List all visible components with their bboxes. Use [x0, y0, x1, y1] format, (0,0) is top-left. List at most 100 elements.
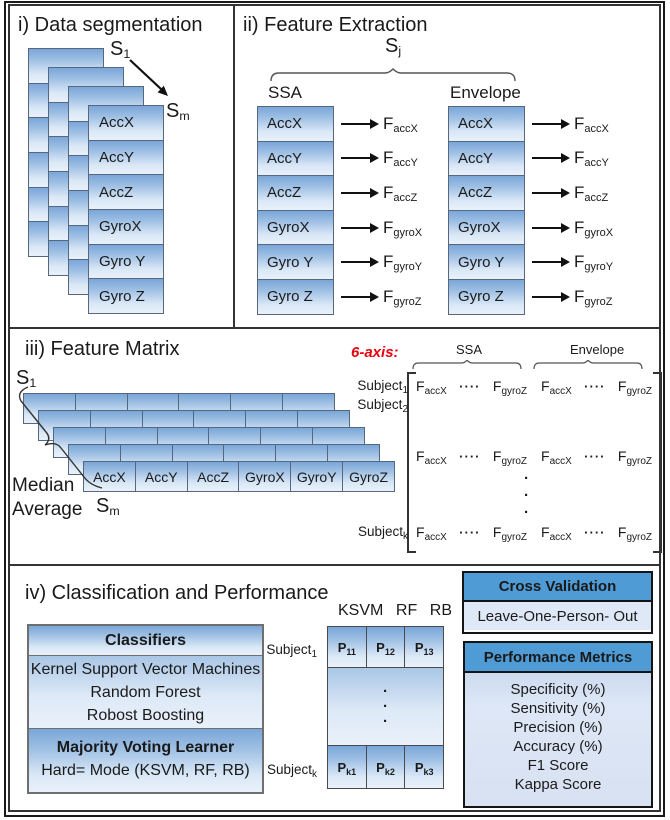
- matrix-s1-label: S1: [16, 367, 37, 390]
- subject-row-label: Subject1: [266, 642, 317, 660]
- performance-metrics-list: Specificity (%) Sensitivity (%) Precisio…: [465, 673, 651, 806]
- arrow-right-icon: [341, 257, 379, 268]
- feature-label: FgyroY: [383, 252, 423, 274]
- arrow-right-icon: [341, 291, 379, 302]
- subject-row-label: Subjectk: [266, 762, 317, 780]
- matrix-envelope-header: Envelope: [570, 342, 625, 357]
- horizontal-ellipsis: ····: [459, 525, 481, 540]
- classifiers-header: Classifiers: [29, 626, 262, 656]
- feature-label: FaccZ: [574, 182, 609, 204]
- horizontal-ellipsis: ····: [584, 525, 606, 540]
- feature-label: FaccY: [383, 148, 418, 170]
- arrow-right-icon: [532, 257, 570, 268]
- arrow-right-icon: [532, 153, 570, 164]
- panels-frame: i) Data segmentation AccX AccY AccZ Gyro…: [8, 4, 662, 812]
- sensor-cell: AccX: [83, 461, 136, 492]
- sensor-cell: AccZ: [88, 174, 164, 211]
- sensor-cell: GyroY: [290, 461, 344, 492]
- sensor-cell: AccX: [448, 106, 525, 142]
- matrix-sm-label: Sm: [96, 495, 120, 518]
- envelope-column-header: Envelope: [450, 83, 521, 102]
- cross-validation-box: Cross Validation Leave-One-Person- Out: [462, 571, 653, 634]
- sensor-cell: Gyro Y: [448, 244, 525, 280]
- panel3-title: iii) Feature Matrix: [25, 338, 180, 360]
- segment-s1-label: S1: [110, 38, 131, 61]
- sensor-cell: GyroZ: [342, 461, 395, 492]
- classifiers-list: Kernel Support Vector Machines Random Fo…: [29, 656, 262, 729]
- sensor-cell: GyroX: [238, 461, 292, 492]
- sensor-cell: Gyro Z: [88, 278, 164, 315]
- vertical-ellipsis: · · ·: [328, 667, 443, 746]
- arrow-right-icon: [532, 118, 570, 129]
- matrix-bracket-right: [653, 372, 662, 553]
- sensor-cell: Gyro Z: [257, 278, 334, 315]
- arrow-down-right-icon: [129, 59, 168, 96]
- sensor-cell: Gyro Y: [257, 244, 334, 280]
- segment-sm-label: Sm: [166, 100, 190, 123]
- matrix-row: FaccX····FgyroZ FaccX····FgyroZ: [416, 448, 652, 467]
- sj-label: Sj: [385, 35, 402, 58]
- arrow-right-icon: [341, 118, 379, 129]
- sensor-cell: GyroX: [448, 209, 525, 246]
- aggregation-average-label: Average: [12, 499, 83, 520]
- brace-icon: [412, 360, 522, 370]
- prediction-cell: Pk2: [376, 759, 395, 777]
- segment-card-front: AccX AccY AccZ GyroX Gyro Y Gyro Z: [88, 105, 164, 319]
- prediction-column-headers: KSVM RF RB: [338, 602, 452, 620]
- arrow-right-icon: [341, 187, 379, 198]
- metric-item: F1 Score: [527, 757, 589, 774]
- brace-icon: [533, 360, 643, 370]
- classifier-item: Robost Boosting: [86, 706, 205, 724]
- metric-item: Kappa Score: [514, 776, 602, 793]
- diagonal-brace-icon: [18, 386, 103, 489]
- performance-metrics-header: Performance Metrics: [465, 643, 651, 673]
- feature-label: FgyroZ: [574, 286, 613, 308]
- feature-label: FgyroX: [383, 217, 423, 239]
- arrow-right-icon: [341, 222, 379, 233]
- arrow-right-icon: [532, 291, 570, 302]
- prediction-matrix: P11 P12 P13 · · · Pk1 Pk2 Pk3: [327, 626, 444, 789]
- cross-validation-method: Leave-One-Person- Out: [464, 602, 651, 630]
- panel-data-segmentation: i) Data segmentation AccX AccY AccZ Gyro…: [10, 6, 235, 329]
- outer-frame: [4, 1, 665, 817]
- voting-rule: Hard= Mode (KSVM, RF, RB): [41, 762, 250, 779]
- arrow-right-icon: [532, 187, 570, 198]
- prediction-row-last: Pk1 Pk2 Pk3: [328, 746, 444, 788]
- sensor-cell: Gyro Z: [448, 278, 525, 315]
- col-header-rf: RF: [395, 602, 418, 619]
- matrix-bracket-left: [407, 372, 416, 553]
- prediction-cell: Pk1: [337, 759, 357, 777]
- metric-item: Sensitivity (%): [510, 700, 606, 717]
- arrow-right-icon: [341, 153, 379, 164]
- metric-item: Precision (%): [513, 719, 603, 736]
- feature-label: FgyroY: [574, 252, 614, 274]
- sensor-cell: AccZ: [448, 175, 525, 211]
- classifier-item: Random Forest: [90, 683, 201, 701]
- metric-item: Accuracy (%): [513, 738, 603, 755]
- prediction-cell: P13: [414, 639, 434, 657]
- feature-label: FgyroX: [574, 217, 614, 239]
- voting-learner-section: Majority Voting Learner Hard= Mode (KSVM…: [29, 729, 262, 792]
- cross-validation-header: Cross Validation: [464, 573, 651, 602]
- col-header-rb: RB: [429, 602, 452, 619]
- panel2-title: ii) Feature Extraction: [243, 14, 428, 36]
- panel-feature-matrix: iii) Feature Matrix S1 AccX AccY AccZ Gy…: [10, 329, 662, 566]
- sensor-cell: GyroX: [88, 209, 164, 245]
- six-axis-label: 6-axis:: [351, 344, 399, 361]
- horizontal-ellipsis: ····: [459, 449, 481, 464]
- feature-label: FaccX: [574, 113, 609, 135]
- prediction-row-first: P11 P12 P13: [328, 627, 444, 667]
- brace-icon: [270, 68, 516, 82]
- feature-label: FaccZ: [383, 182, 418, 204]
- classifier-item: Kernel Support Vector Machines: [30, 660, 261, 678]
- sensor-cell: AccZ: [186, 461, 240, 492]
- sensor-cell: AccX: [88, 105, 164, 141]
- feature-row-front: AccX AccY AccZ GyroX GyroY GyroZ: [83, 461, 395, 492]
- arrow-right-icon: [532, 222, 570, 233]
- voting-header: Majority Voting Learner: [56, 739, 235, 756]
- panel-feature-extraction: ii) Feature Extraction Sj SSA Envelope A…: [235, 6, 659, 329]
- prediction-cell: P12: [376, 639, 395, 657]
- feature-label: FaccY: [574, 148, 609, 170]
